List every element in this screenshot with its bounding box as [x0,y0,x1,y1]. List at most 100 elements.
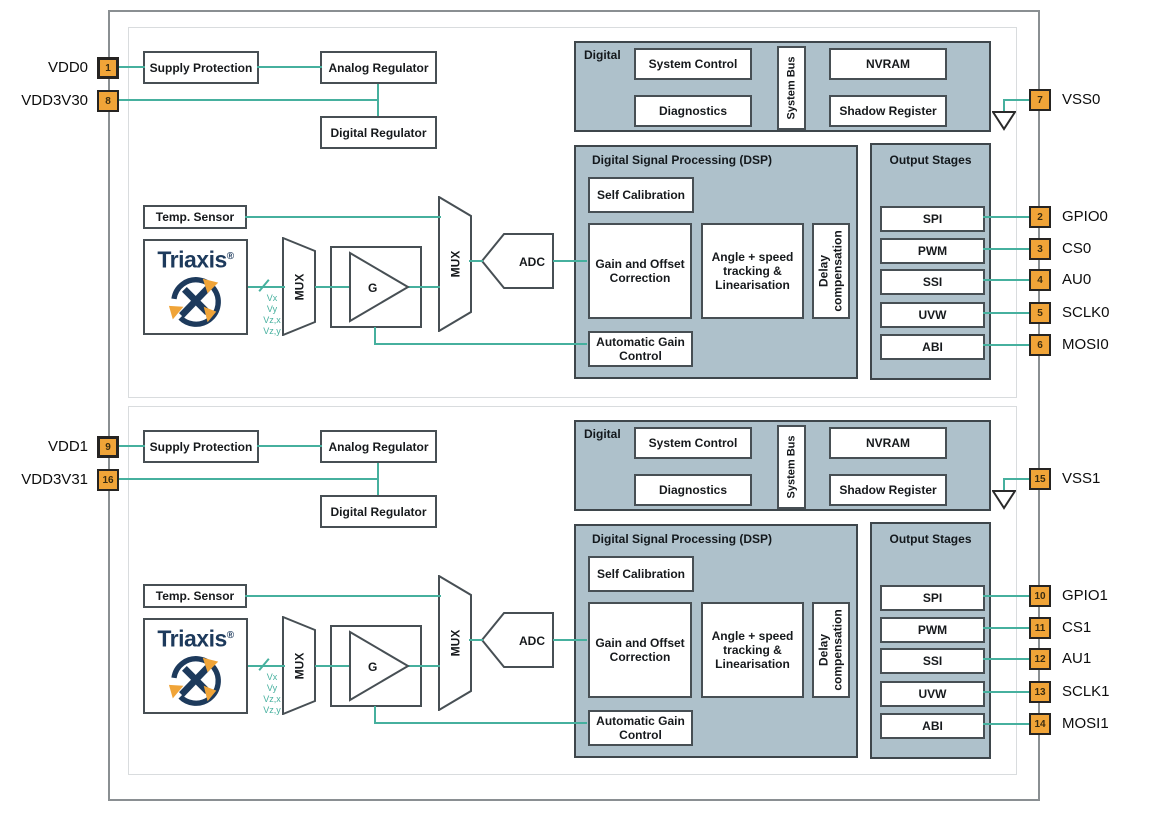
dsp-panel: Digital Signal Processing (DSP) Self Cal… [574,524,858,758]
die0-outline [128,27,1017,398]
system-bus-block: System Bus [777,425,806,509]
digital-panel-title: Digital [584,427,621,441]
triaxis-logo-icon [168,655,221,706]
pin-gpio-number: 10 [1034,590,1046,602]
diagnostics-label: Diagnostics [658,483,727,497]
pin-label-sclk: SCLK1 [1062,683,1110,700]
pwm-label: PWM [917,623,948,637]
spi-block: SPI [880,206,985,232]
wire-mux-gain [315,665,351,667]
analog-regulator-block: Analog Regulator [320,430,437,463]
uvw-block: UVW [880,681,985,707]
die0: Supply Protection Analog Regulator Digit… [21,41,1110,380]
pin-cs: 3 [1029,238,1051,260]
mux2-block: MUX [438,575,472,711]
wire-mux-gain [315,286,351,288]
adc-label: ADC [519,254,545,269]
agc-label: Automatic Gain Control [596,714,685,742]
pin-vss: 7 [1029,89,1051,111]
wire-ssi-pin [983,279,1030,281]
digital-panel-title: Digital [584,48,621,62]
ssi-label: SSI [922,654,943,668]
pin-gpio: 10 [1029,585,1051,607]
pin-cs-number: 3 [1037,243,1043,255]
system-control-label: System Control [648,57,738,71]
system-control-label: System Control [648,436,738,450]
nvram-block: NVRAM [829,48,947,80]
self-calibration-label: Self Calibration [596,188,685,202]
output-stages-title: Output Stages [889,532,972,546]
pin-vss: 15 [1029,468,1051,490]
wire-uvw-pin [983,312,1030,314]
pin-label-vdd: VDD0 [47,59,88,76]
ssi-label: SSI [922,275,943,289]
shadow-register-label: Shadow Register [839,104,937,118]
shadow-register-label: Shadow Register [839,483,937,497]
ground-symbol [992,490,1016,510]
registered-mark: ® [226,251,234,262]
abi-label: ABI [922,719,943,733]
wire-adc-dsp [553,639,587,641]
self-calibration-block: Self Calibration [588,556,694,592]
wire-tempsensor-mux [245,595,441,597]
pin-label-au: AU0 [1062,271,1092,288]
output-stages-panel: Output Stages SPI PWM SSI UVW ABI [870,522,991,759]
wire-gain-agc-v [374,706,376,724]
spi-label: SPI [922,212,943,226]
wire-gain-agc-h [374,343,587,345]
gain-offset-block: Gain and Offset Correction [588,223,692,319]
temp-sensor-block: Temp. Sensor [143,584,247,608]
nvram-label: NVRAM [866,436,910,450]
mux1-block: MUX [282,616,316,715]
system-bus-block: System Bus [777,46,806,130]
pin-vdd: 9 [97,436,119,458]
dsp-panel: Digital Signal Processing (DSP) Self Cal… [574,145,858,379]
supply-protection-block: Supply Protection [143,430,259,463]
uvw-label: UVW [918,308,947,322]
wire-vss-v [1003,478,1005,491]
registered-mark: ® [226,630,234,641]
wire-vdd3v3 [119,478,378,480]
wire-mux2-adc [469,639,483,641]
pin-au-number: 4 [1037,274,1043,286]
pin-label-mosi: MOSI0 [1062,336,1109,353]
pin-vdd3v3: 8 [97,90,119,112]
pin-label-mosi: MOSI1 [1062,715,1109,732]
temp-sensor-label: Temp. Sensor [155,210,235,224]
pin-label-vss: VSS1 [1062,470,1101,487]
system-control-block: System Control [634,427,752,459]
wire-gain-agc-v [374,327,376,345]
wire-vdd-supply [119,66,145,68]
signal-vx: Vx [266,293,278,303]
pin-vdd-number: 9 [105,441,111,453]
pin-gpio: 2 [1029,206,1051,228]
shadow-register-block: Shadow Register [829,95,947,127]
pin-label-sclk: SCLK0 [1062,304,1110,321]
triaxis-sensor-block: Triaxis® [143,239,248,335]
wire-tempsensor-mux [245,216,441,218]
output-stages-panel: Output Stages SPI PWM SSI UVW ABI [870,143,991,380]
delay-compensation-block: Delay compensation [812,602,850,698]
pin-label-vss: VSS0 [1062,91,1101,108]
wire-pwm-pin [983,248,1030,250]
supply-protection-label: Supply Protection [149,60,253,75]
analog-regulator-label: Analog Regulator [328,439,429,454]
pin-mosi: 6 [1029,334,1051,356]
die1: Supply Protection Analog Regulator Digit… [0,379,1149,789]
wire-mux2-adc [469,260,483,262]
wire-uvw-pin [983,691,1030,693]
adc-label: ADC [519,633,545,648]
digital-regulator-label: Digital Regulator [330,504,427,519]
adc-block: ADC [481,233,555,290]
pin-vdd: 1 [97,57,119,79]
wire-ssi-pin [983,658,1030,660]
wire-gain-mux2 [406,286,440,288]
delay-compensation-label: Delay compensation [817,609,845,691]
uvw-label: UVW [918,687,947,701]
spi-block: SPI [880,585,985,611]
wire-vdd3v3 [119,99,378,101]
triaxis-sensor-block: Triaxis® [143,618,248,714]
delay-compensation-label: Delay compensation [817,230,845,312]
wire-vdd-supply [119,445,145,447]
system-bus-label: System Bus [785,56,798,120]
